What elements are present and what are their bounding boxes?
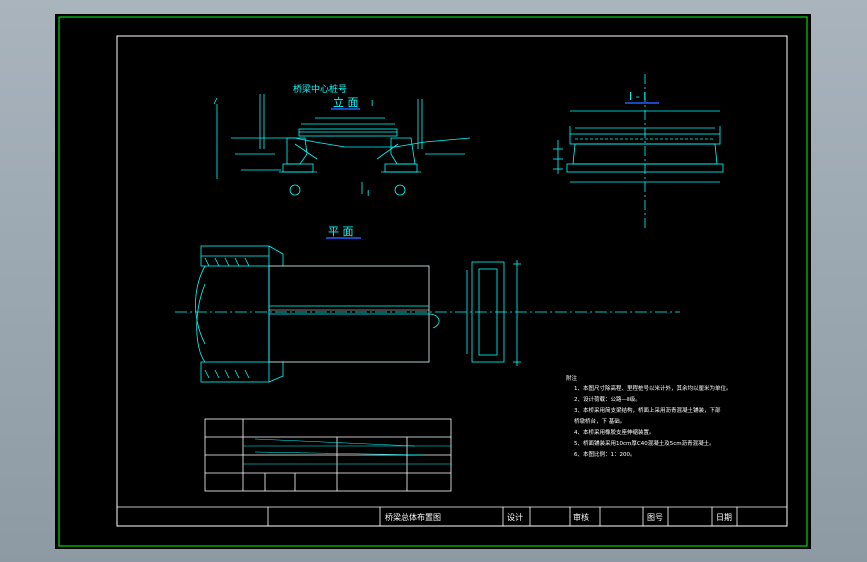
note-item: 3、本桥采用简支梁结构，桥面上采用沥青混凝土铺装，下部 [574, 406, 721, 414]
note-item: 6、本图比例：1：200。 [574, 450, 636, 458]
plan-title: 平 面 [328, 225, 354, 238]
notes-heading: 附注 [566, 374, 578, 382]
section-mark-bottom: I [367, 189, 369, 198]
drawing-frame [116, 35, 788, 527]
drawing-canvas[interactable]: 桥梁中心桩号 立 面 I [55, 14, 811, 549]
elevation-title: 立 面 [333, 95, 359, 109]
elevation-view: 桥梁中心桩号 立 面 I [213, 83, 471, 198]
section-view: I - I [553, 74, 724, 229]
drawing-no-label: 图号 [647, 513, 663, 522]
section-title: I - I [629, 90, 646, 103]
outer-border [58, 16, 808, 547]
note-item: 2、设计荷载：公路—Ⅱ级。 [574, 395, 641, 403]
date-label: 日期 [716, 513, 732, 522]
note-item: 4、本桥采用橡胶支座伸缩装置。 [574, 428, 655, 436]
bridge-drawing: 桥梁中心桩号 立 面 I [58, 16, 808, 547]
design-label: 设计 [507, 512, 523, 522]
drawing-name: 桥梁总体布置图 [385, 512, 441, 522]
notes: 附注 1、本图尺寸除高程、里程桩号以米计外，其余均以厘米为单位。 2、设计荷载：… [566, 374, 732, 458]
title-block [117, 506, 787, 526]
review-label: 审核 [573, 512, 589, 522]
note-item: 1、本图尺寸除高程、里程桩号以米计外，其余均以厘米为单位。 [574, 384, 732, 392]
note-item: 5、桥面铺装采用10cm厚C40混凝土及5cm沥青混凝土。 [574, 439, 715, 447]
plan-view: 平 面 [175, 225, 680, 383]
section-mark-top: I [371, 99, 373, 108]
elevation-centerline-label: 桥梁中心桩号 [293, 83, 347, 95]
engineering-table [204, 418, 452, 492]
note-item: 桥墩桥台，下 基础。 [574, 417, 625, 425]
